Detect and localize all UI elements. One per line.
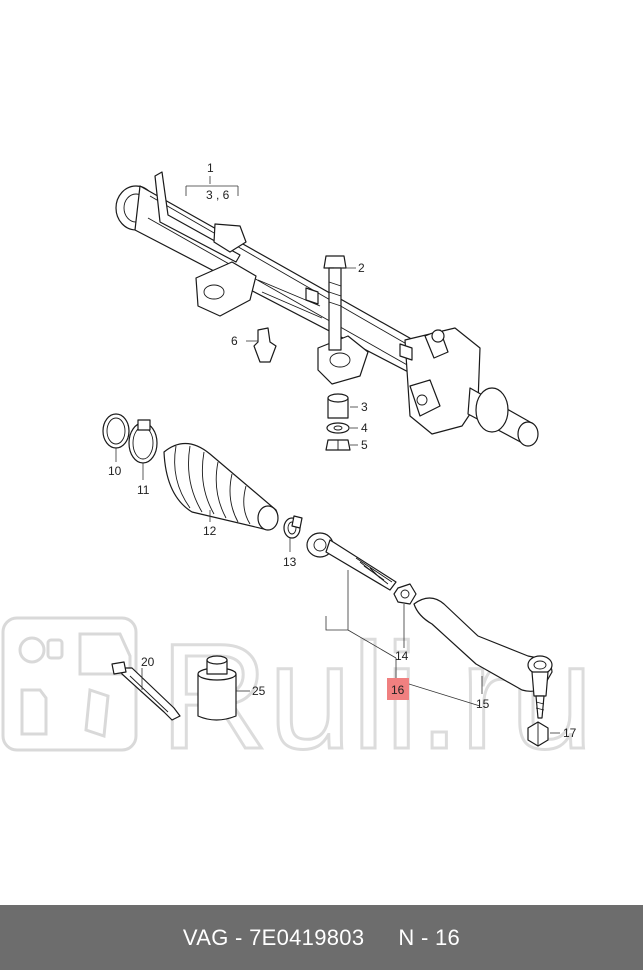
clip-6 xyxy=(253,327,277,363)
label-13: 13 xyxy=(283,555,297,569)
label-4: 4 xyxy=(361,421,368,435)
label-10: 10 xyxy=(108,464,122,478)
label-2: 2 xyxy=(358,261,365,275)
label-12: 12 xyxy=(203,524,217,538)
label-1: 1 xyxy=(207,161,214,175)
washer-4 xyxy=(326,422,350,434)
bushing-3 xyxy=(327,393,349,419)
leader-lines xyxy=(115,176,560,734)
label-16: 16 xyxy=(391,683,405,697)
grease-can-25 xyxy=(197,655,237,721)
o-ring-10 xyxy=(102,413,130,449)
label-14: 14 xyxy=(395,649,409,663)
parts-diagram: Ruli.ru xyxy=(1,161,595,782)
label-6: 6 xyxy=(231,334,238,348)
nut-14 xyxy=(393,583,417,605)
label-17: 17 xyxy=(563,726,577,740)
footer-part-number: VAG - 7E0419803 xyxy=(182,924,365,950)
boot-12 xyxy=(163,442,279,531)
label-3-6: 3 , 6 xyxy=(206,188,230,202)
steering-rack xyxy=(115,171,539,447)
label-20: 20 xyxy=(141,655,155,669)
footer-bar: VAG - 7E0419803 N - 16 xyxy=(0,905,643,970)
tie-rod-16 xyxy=(306,532,397,591)
nut-17 xyxy=(527,721,549,747)
label-5: 5 xyxy=(361,438,368,452)
part-labels: 1 3 , 6 2 6 3 4 5 10 11 12 13 14 16 15 1… xyxy=(108,161,577,740)
clamp-13 xyxy=(283,515,303,539)
label-3: 3 xyxy=(361,400,368,414)
footer-reference: N - 16 xyxy=(398,924,461,950)
label-25: 25 xyxy=(252,684,266,698)
label-11: 11 xyxy=(137,483,150,497)
bolt-2 xyxy=(323,255,347,351)
highlight-16 xyxy=(387,678,409,700)
label-15: 15 xyxy=(476,697,490,711)
nut-5 xyxy=(325,439,351,451)
clamp-11 xyxy=(128,419,158,464)
grease-tube-20 xyxy=(111,661,181,721)
watermark: Ruli.ru xyxy=(1,611,595,782)
tie-rod-end-15 xyxy=(413,597,553,719)
